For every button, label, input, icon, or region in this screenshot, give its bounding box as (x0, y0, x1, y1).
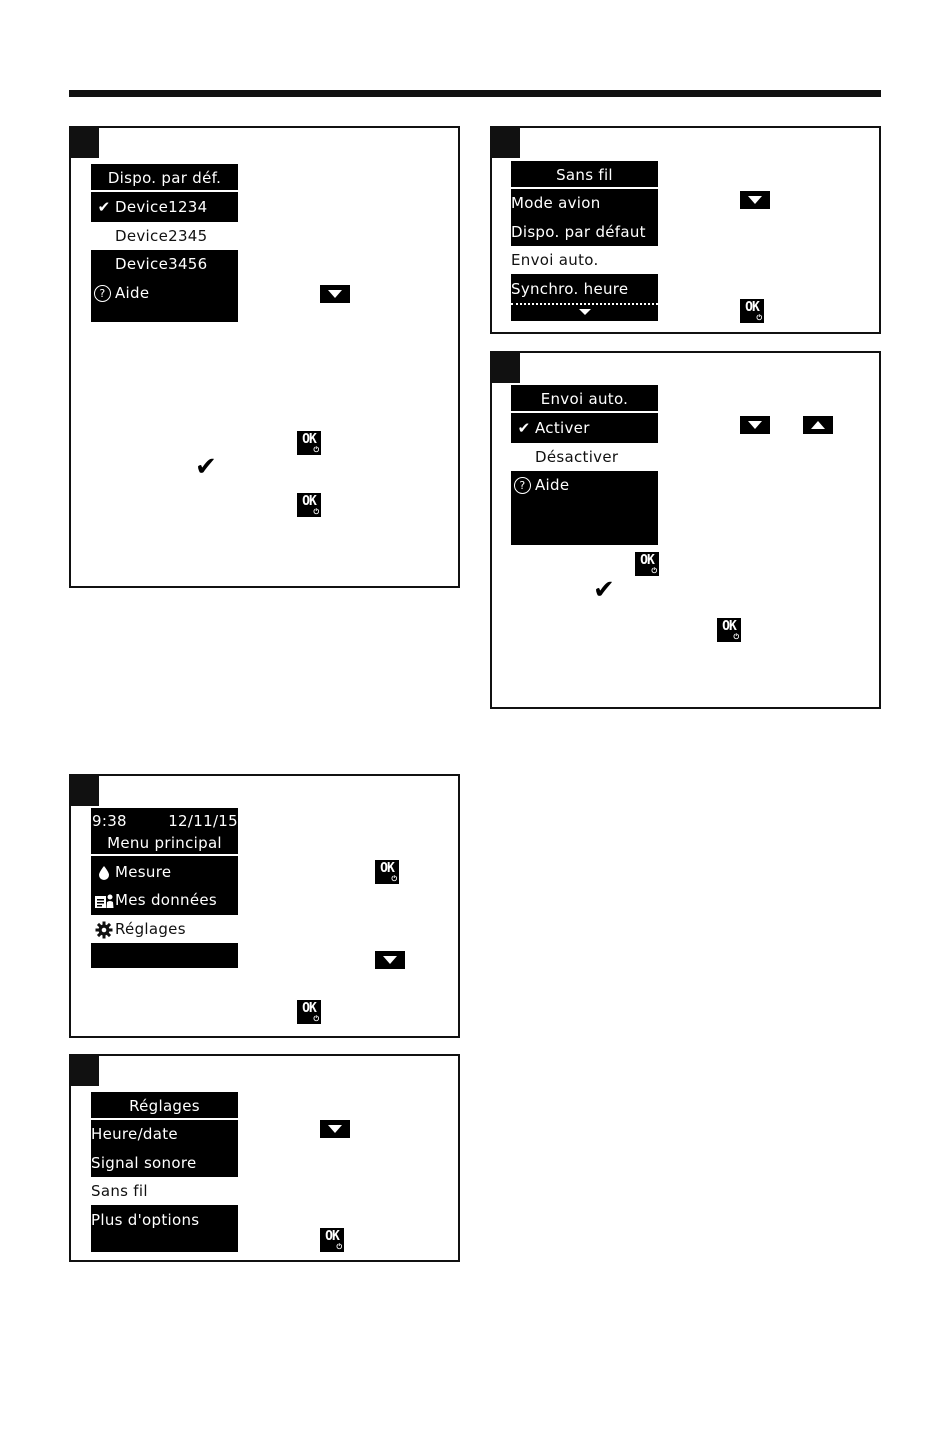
menu-item-dispo-par-defaut[interactable]: Dispo. par défaut (511, 223, 646, 241)
top-rule (69, 90, 881, 97)
menu-item-synchro-heure[interactable]: Synchro. heure (511, 280, 629, 298)
date-readout: 12/11/15 (168, 812, 238, 830)
ok-button-icon[interactable]: OK⏻ (635, 552, 659, 576)
scroll-down-icon (579, 309, 591, 315)
up-button-icon[interactable] (803, 416, 833, 434)
menu-item-desactiver[interactable]: Désactiver (511, 443, 658, 471)
checkmark-icon: ✔ (195, 452, 217, 482)
screen-title: Envoi auto. (511, 385, 658, 413)
ok-button-icon[interactable]: OK⏻ (297, 1000, 321, 1024)
step-tab (71, 776, 99, 806)
menu-item-aide[interactable]: ?Aide (91, 279, 238, 307)
help-icon: ? (514, 477, 531, 494)
checkmark-icon: ✔ (517, 419, 531, 437)
checkmark-icon: ✔ (593, 575, 615, 605)
step-tab (71, 128, 99, 158)
menu-item-sans-fil[interactable]: Sans fil (91, 1177, 238, 1205)
menu-item-device3456[interactable]: Device3456 (115, 255, 208, 273)
screen-title: Menu principal (91, 830, 238, 856)
divider (511, 303, 658, 305)
menu-item-device2345[interactable]: Device2345 (91, 222, 238, 250)
meter-screen-wireless: Sans fil Mode avion Dispo. par défaut En… (511, 161, 658, 321)
menu-item-heure-date[interactable]: Heure/date (91, 1125, 178, 1143)
step-tab (492, 128, 520, 158)
gear-icon (93, 915, 115, 943)
menu-item-reglages[interactable]: Réglages (91, 915, 238, 943)
menu-item-envoi-auto[interactable]: Envoi auto. (511, 246, 658, 274)
menu-item-aide[interactable]: ?Aide (511, 471, 658, 499)
down-button-icon[interactable] (320, 285, 350, 303)
meter-screen-main-menu: 9:38 12/11/15 Menu principal Mesure Mes … (91, 808, 238, 968)
step-tab (492, 353, 520, 383)
menu-item-activer[interactable]: ✔Activer (511, 414, 658, 442)
time-readout: 9:38 (92, 812, 127, 830)
menu-item-mode-avion[interactable]: Mode avion (511, 194, 601, 212)
panel-wireless: Sans fil Mode avion Dispo. par défaut En… (490, 126, 881, 334)
menu-item-mes-donnees[interactable]: Mes données (91, 886, 238, 914)
down-button-icon[interactable] (740, 191, 770, 209)
panel-default-device: Dispo. par déf. ✔Device1234 Device2345 D… (69, 126, 460, 588)
screen-title: Réglages (91, 1092, 238, 1120)
checkmark-icon: ✔ (97, 198, 111, 216)
ok-button-icon[interactable]: OK⏻ (320, 1228, 344, 1252)
menu-item-signal-sonore[interactable]: Signal sonore (91, 1154, 197, 1172)
ok-button-icon[interactable]: OK⏻ (740, 299, 764, 323)
panel-auto-send: Envoi auto. ✔Activer Désactiver ?Aide OK… (490, 351, 881, 709)
screen-title: Sans fil (511, 161, 658, 189)
ok-button-icon[interactable]: OK⏻ (297, 431, 321, 455)
down-button-icon[interactable] (320, 1120, 350, 1138)
panel-settings: Réglages Heure/date Signal sonore Sans f… (69, 1054, 460, 1262)
down-button-icon[interactable] (740, 416, 770, 434)
step-tab (71, 1056, 99, 1086)
help-icon: ? (94, 285, 111, 302)
drop-icon (93, 858, 115, 886)
ok-button-icon[interactable]: OK⏻ (297, 493, 321, 517)
status-bar: 9:38 12/11/15 (91, 808, 238, 832)
ok-button-icon[interactable]: OK⏻ (717, 618, 741, 642)
menu-item-plus-d-options[interactable]: Plus d'options (91, 1211, 200, 1229)
panel-main-menu: 9:38 12/11/15 Menu principal Mesure Mes … (69, 774, 460, 1038)
meter-screen-auto-send: Envoi auto. ✔Activer Désactiver ?Aide (511, 385, 658, 545)
meter-screen-settings: Réglages Heure/date Signal sonore Sans f… (91, 1092, 238, 1252)
menu-item-device1234[interactable]: ✔Device1234 (91, 193, 238, 221)
ok-button-icon[interactable]: OK⏻ (375, 860, 399, 884)
data-icon (93, 886, 115, 914)
meter-screen-default-device: Dispo. par déf. ✔Device1234 Device2345 D… (91, 164, 238, 322)
screen-title: Dispo. par déf. (91, 164, 238, 192)
menu-item-mesure[interactable]: Mesure (91, 858, 238, 886)
down-button-icon[interactable] (375, 951, 405, 969)
